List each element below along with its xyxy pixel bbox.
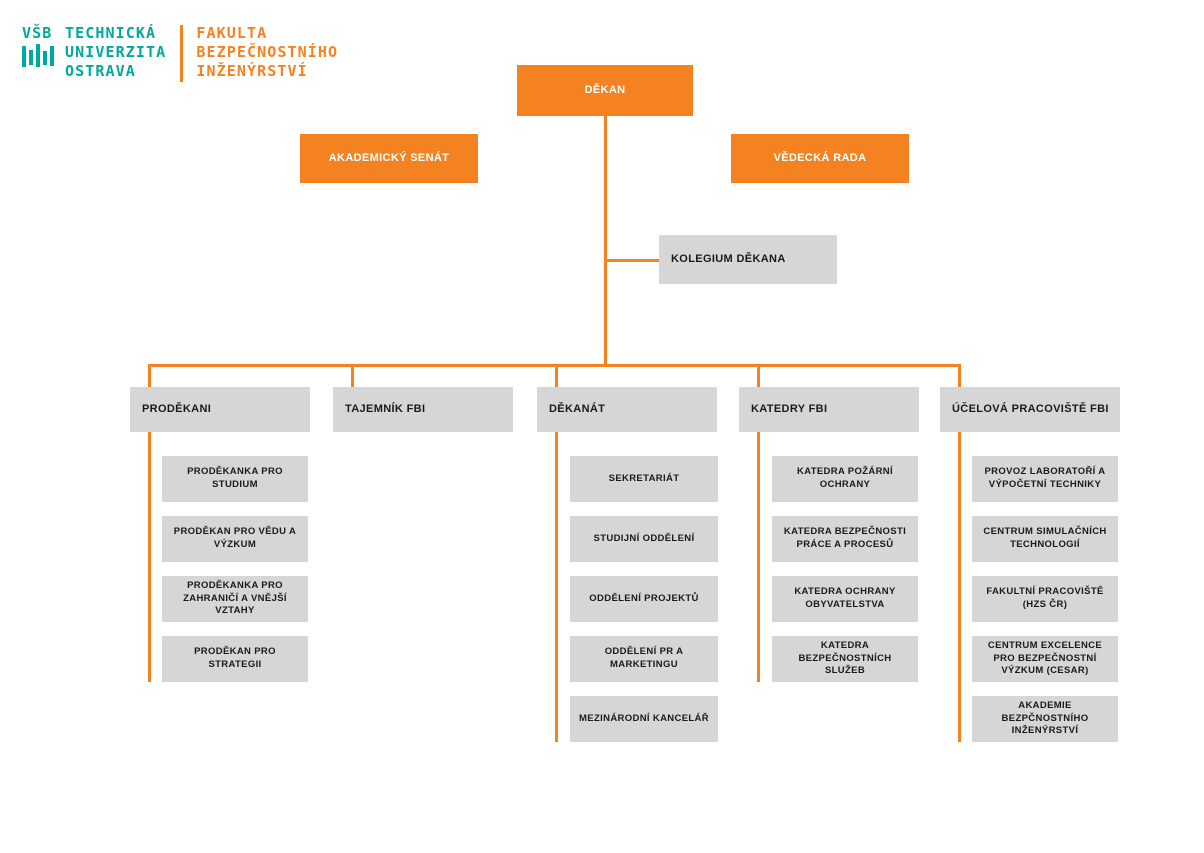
- leaf-katedra-bezpecnosti-prace-a-procesu[interactable]: KATEDRA BEZPEČNOSTI PRÁCE A PROCESŮ: [772, 516, 918, 562]
- node-katedry-fbi[interactable]: KATEDRY FBI: [739, 387, 919, 432]
- leaf-label: KATEDRA BEZPEČNOSTNÍCH SLUŽEB: [798, 639, 892, 677]
- connector-drop-prodekani: [148, 364, 151, 388]
- node-tajemnik-fbi[interactable]: TAJEMNÍK FBI: [333, 387, 513, 432]
- node-ucelova-pracoviste-fbi-label: ÚČELOVÁ PRACOVIŠTĚ FBI: [952, 403, 1109, 416]
- leaf-oddeleni-pr-a-marketingu[interactable]: ODDĚLENÍ PR A MARKETINGU: [570, 636, 718, 682]
- leaf-prodekanka-pro-studium[interactable]: PRODĚKANKA PRO STUDIUM: [162, 456, 308, 502]
- leaf-label: PRODĚKANKA PRO STUDIUM: [187, 466, 283, 490]
- leaf-label: AKADEMIE BEZPČNOSTNÍHO INŽENÝRSTVÍ: [1001, 699, 1089, 737]
- leaf-label: ODDĚLENÍ PROJEKTŮ: [589, 592, 699, 604]
- logo-university-name: TECHNICKÁ UNIVERZITA OSTRAVA: [65, 24, 166, 81]
- connector-drop-katedry: [757, 364, 760, 388]
- connector-spine-prodekani: [148, 432, 151, 682]
- leaf-label: PRODĚKAN PRO STRATEGII: [194, 646, 276, 670]
- node-dekan-label: DĚKAN: [584, 84, 626, 97]
- connector-kolegium: [604, 259, 660, 262]
- logo-divider: [180, 25, 184, 82]
- leaf-label: PRODĚKAN PRO VĚDU A VÝZKUM: [173, 526, 297, 550]
- leaf-label: KATEDRA OCHRANY OBYVATELSTVA: [794, 586, 896, 610]
- node-dekanat-label: DĚKANÁT: [549, 403, 606, 416]
- leaf-centrum-excelence-pro-bezpecnostni-vyzkum-cesar[interactable]: CENTRUM EXCELENCE PRO BEZPEČNOSTNÍ VÝZKU…: [972, 636, 1118, 682]
- leaf-sekretariat[interactable]: SEKRETARIÁT: [570, 456, 718, 502]
- leaf-katedra-ochrany-obyvatelstva[interactable]: KATEDRA OCHRANY OBYVATELSTVA: [772, 576, 918, 622]
- connector-spine-dekanat: [555, 432, 558, 742]
- leaf-akademie-bezpcnostniho-inzenyrstvi[interactable]: AKADEMIE BEZPČNOSTNÍHO INŽENÝRSTVÍ: [972, 696, 1118, 742]
- leaf-label: KATEDRA POŽÁRNÍ OCHRANY: [796, 466, 894, 490]
- leaf-label: KATEDRA BEZPEČNOSTI PRÁCE A PROCESŮ: [783, 526, 907, 550]
- connector-drop-tajemnik: [351, 364, 354, 388]
- leaf-label: CENTRUM SIMULAČNÍCH TECHNOLOGIÍ: [983, 526, 1107, 550]
- leaf-mezinarodni-kancelar[interactable]: MEZINÁRODNÍ KANCELÁŘ: [570, 696, 718, 742]
- leaf-prodekan-pro-vedu-a-vyzkum[interactable]: PRODĚKAN PRO VĚDU A VÝZKUM: [162, 516, 308, 562]
- node-akademicky-senat-label: AKADEMICKÝ SENÁT: [328, 152, 450, 165]
- leaf-prodekanka-pro-zahranici-a-vnejsi-vztahy[interactable]: PRODĚKANKA PRO ZAHRANIČÍ A VNĚJŠÍ VZTAHY: [162, 576, 308, 622]
- leaf-label: CENTRUM EXCELENCE PRO BEZPEČNOSTNÍ VÝZKU…: [987, 639, 1103, 677]
- node-ucelova-pracoviste-fbi[interactable]: ÚČELOVÁ PRACOVIŠTĚ FBI: [940, 387, 1120, 432]
- leaf-label: PROVOZ LABORATOŘÍ A VÝPOČETNÍ TECHNIKY: [984, 466, 1106, 490]
- logo-faculty-name: FAKULTA BEZPEČNOSTNÍHO INŽENÝRSTVÍ: [196, 24, 338, 81]
- logo-faculty-line-3: INŽENÝRSTVÍ: [196, 62, 308, 80]
- connector-spine-ucelova: [958, 432, 961, 742]
- leaf-label: SEKRETARIÁT: [608, 472, 680, 484]
- connector-main-bus: [148, 364, 960, 367]
- leaf-label: PRODĚKANKA PRO ZAHRANIČÍ A VNĚJŠÍ VZTAHY: [183, 579, 287, 617]
- vsb-fbi-logo: VŠB TECHNICKÁ UNIVERZITA OSTRAVA FAKULTA…: [22, 24, 338, 82]
- leaf-oddeleni-projektu[interactable]: ODDĚLENÍ PROJEKTŮ: [570, 576, 718, 622]
- node-kolegium-dekana-label: KOLEGIUM DĚKANA: [671, 253, 786, 266]
- node-dekanat[interactable]: DĚKANÁT: [537, 387, 717, 432]
- leaf-label: ODDĚLENÍ PR A MARKETINGU: [604, 646, 684, 670]
- leaf-label: MEZINÁRODNÍ KANCELÁŘ: [579, 712, 709, 724]
- logo-university-line-3: OSTRAVA: [65, 62, 136, 80]
- node-vedecka-rada[interactable]: VĚDECKÁ RADA: [731, 134, 909, 183]
- node-vedecka-rada-label: VĚDECKÁ RADA: [773, 152, 867, 165]
- leaf-katedra-bezpecnostnich-sluzeb[interactable]: KATEDRA BEZPEČNOSTNÍCH SLUŽEB: [772, 636, 918, 682]
- leaf-label: FAKULTNÍ PRACOVIŠTĚ (HZS ČR): [986, 586, 1104, 610]
- node-prodekani-label: PRODĚKANI: [142, 403, 212, 416]
- connector-spine-katedry: [757, 432, 760, 682]
- leaf-centrum-simulacnich-technologii[interactable]: CENTRUM SIMULAČNÍCH TECHNOLOGIÍ: [972, 516, 1118, 562]
- logo-university-line-1: TECHNICKÁ: [65, 24, 157, 42]
- connector-drop-dekanat: [555, 364, 558, 388]
- node-tajemnik-fbi-label: TAJEMNÍK FBI: [345, 403, 426, 416]
- leaf-fakultni-pracoviste-hzs-cr[interactable]: FAKULTNÍ PRACOVIŠTĚ (HZS ČR): [972, 576, 1118, 622]
- logo-faculty-line-1: FAKULTA: [196, 24, 268, 42]
- leaf-label: STUDIJNÍ ODDĚLENÍ: [593, 532, 695, 544]
- node-katedry-fbi-label: KATEDRY FBI: [751, 403, 828, 416]
- leaf-provoz-laboratori-a-vypocetni-techniky[interactable]: PROVOZ LABORATOŘÍ A VÝPOČETNÍ TECHNIKY: [972, 456, 1118, 502]
- connector-dekan-trunk: [604, 116, 607, 367]
- logo-vsb-text: VŠB: [22, 24, 53, 42]
- logo-university-line-2: UNIVERZITA: [65, 43, 167, 61]
- logo-vsb-block: VŠB: [22, 24, 56, 78]
- logo-bars-icon: [22, 44, 56, 78]
- connector-drop-ucelova: [958, 364, 961, 388]
- logo-faculty-line-2: BEZPEČNOSTNÍHO: [196, 43, 339, 61]
- node-akademicky-senat[interactable]: AKADEMICKÝ SENÁT: [300, 134, 478, 183]
- leaf-katedra-pozarni-ochrany[interactable]: KATEDRA POŽÁRNÍ OCHRANY: [772, 456, 918, 502]
- node-dekan[interactable]: DĚKAN: [517, 65, 693, 116]
- node-prodekani[interactable]: PRODĚKANI: [130, 387, 310, 432]
- node-kolegium-dekana[interactable]: KOLEGIUM DĚKANA: [659, 235, 837, 284]
- leaf-prodekan-pro-strategii[interactable]: PRODĚKAN PRO STRATEGII: [162, 636, 308, 682]
- leaf-studijni-oddeleni[interactable]: STUDIJNÍ ODDĚLENÍ: [570, 516, 718, 562]
